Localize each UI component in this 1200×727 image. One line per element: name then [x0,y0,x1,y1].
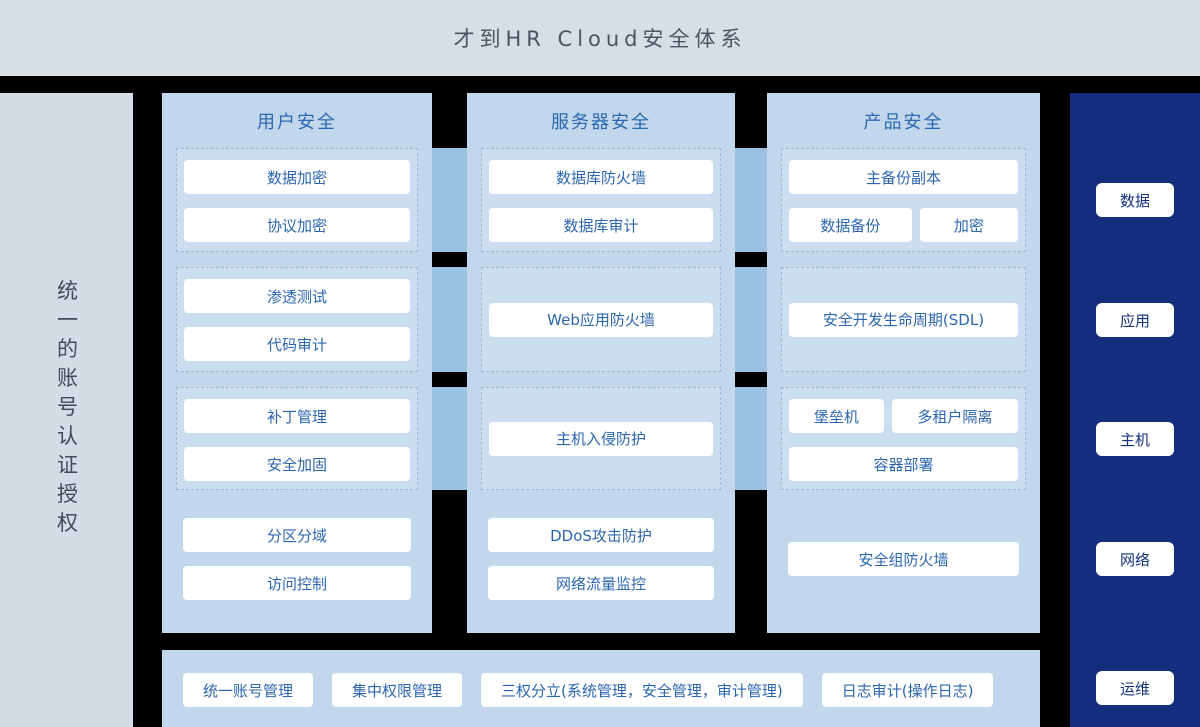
capability-button[interactable]: 安全加固 [184,447,410,481]
connector-bridge [735,387,767,490]
capability-button[interactable]: 网络流量监控 [488,566,714,600]
capability-button[interactable]: 数据备份 [789,208,912,242]
connector-bridge [432,387,467,490]
group-row: 补丁管理 [177,399,417,433]
capability-button[interactable]: 安全组防火墙 [788,542,1019,576]
capability-button[interactable]: 安全开发生命周期(SDL) [789,302,1018,337]
column-user-security-header: 用户安全 [257,111,337,133]
capability-button[interactable]: 数据库防火墙 [489,160,713,194]
column-server-security: 服务器安全 数据库防火墙 数据库审计 Web应用防火墙 主机入侵防护 DDoS攻… [467,93,735,633]
group-row: 协议加密 [177,208,417,242]
column-product-security: 产品安全 主备份副本 数据备份 加密 安全开发生命周期(SDL) 堡垒机 多租户… [767,93,1040,633]
bottom-item-central-permission[interactable]: 集中权限管理 [332,673,463,707]
security-group: 渗透测试 代码审计 [176,267,418,372]
layer-badge-application[interactable]: 应用 [1096,303,1174,337]
security-group: Web应用防火墙 [481,267,721,372]
capability-button[interactable]: 补丁管理 [184,399,410,433]
security-group: 堡垒机 多租户隔离 容器部署 [781,387,1026,490]
group-row: 主备份副本 [782,160,1025,194]
bottom-item-log-audit[interactable]: 日志审计(操作日志) [821,673,994,707]
capability-button[interactable]: 数据加密 [184,160,410,194]
group-row: 代码审计 [177,327,417,361]
right-sidebar: 数据 应用 主机 网络 运维 [1070,93,1200,727]
group-row: DDoS攻击防护 [481,518,721,552]
capability-button[interactable]: 协议加密 [184,208,410,242]
group-row: Web应用防火墙 [482,302,720,337]
capability-button[interactable]: 数据库审计 [489,208,713,242]
capability-button[interactable]: Web应用防火墙 [489,302,713,337]
page-title: 才到HR Cloud安全体系 [453,27,747,51]
capability-button[interactable]: 堡垒机 [789,399,884,433]
security-group: 补丁管理 安全加固 [176,387,418,490]
group-row: 堡垒机 多租户隔离 [782,399,1025,433]
group-row: 访问控制 [176,566,418,600]
group-row: 分区分域 [176,518,418,552]
security-group: 数据加密 协议加密 [176,148,418,252]
capability-button[interactable]: DDoS攻击防护 [488,518,714,552]
group-row: 数据加密 [177,160,417,194]
layer-badge-operations[interactable]: 运维 [1096,671,1174,705]
column-user-security: 用户安全 数据加密 协议加密 渗透测试 代码审计 补丁管理 安全加固 分区分域 … [162,93,432,633]
group-row: 安全组防火墙 [781,542,1026,576]
security-group: 数据库防火墙 数据库审计 [481,148,721,252]
group-row: 容器部署 [782,447,1025,481]
connector-bridge [735,267,767,372]
connector-bridge [432,148,467,252]
group-row: 网络流量监控 [481,566,721,600]
group-row: 数据库审计 [482,208,720,242]
group-row: 安全加固 [177,447,417,481]
security-group: 分区分域 访问控制 [176,505,418,633]
connector-bridge [735,148,767,252]
security-group: DDoS攻击防护 网络流量监控 [481,505,721,633]
capability-button[interactable]: 代码审计 [184,327,410,361]
capability-button[interactable]: 主备份副本 [789,160,1018,194]
capability-button[interactable]: 分区分域 [183,518,411,552]
left-sidebar: 统一的账号认证授权 [0,93,133,727]
page-header: 才到HR Cloud安全体系 [0,0,1200,76]
security-group: 安全开发生命周期(SDL) [781,267,1026,372]
bottom-bar: 统一账号管理 集中权限管理 三权分立(系统管理，安全管理，审计管理) 日志审计(… [162,650,1040,727]
column-product-security-header: 产品安全 [863,111,944,133]
group-row: 安全开发生命周期(SDL) [782,302,1025,337]
capability-button[interactable]: 容器部署 [789,447,1018,481]
security-group: 安全组防火墙 [781,505,1026,633]
bottom-item-separation-of-powers[interactable]: 三权分立(系统管理，安全管理，审计管理) [481,673,803,707]
capability-button[interactable]: 多租户隔离 [891,399,1018,433]
bottom-item-unified-account[interactable]: 统一账号管理 [183,673,314,707]
group-row: 渗透测试 [177,279,417,313]
capability-button[interactable]: 访问控制 [183,566,411,600]
security-group: 主机入侵防护 [481,387,721,490]
capability-button[interactable]: 加密 [919,208,1018,242]
group-row: 数据库防火墙 [482,160,720,194]
layer-badge-network[interactable]: 网络 [1096,542,1174,576]
connector-bridge [432,267,467,372]
layer-badge-host[interactable]: 主机 [1096,422,1174,456]
capability-button[interactable]: 渗透测试 [184,279,410,313]
layer-badge-data[interactable]: 数据 [1096,183,1174,217]
security-group: 主备份副本 数据备份 加密 [781,148,1026,252]
group-row: 数据备份 加密 [782,208,1025,242]
unified-auth-label: 统一的账号认证授权 [54,279,79,541]
group-row: 主机入侵防护 [482,421,720,456]
capability-button[interactable]: 主机入侵防护 [489,421,713,456]
column-server-security-header: 服务器安全 [551,111,651,133]
